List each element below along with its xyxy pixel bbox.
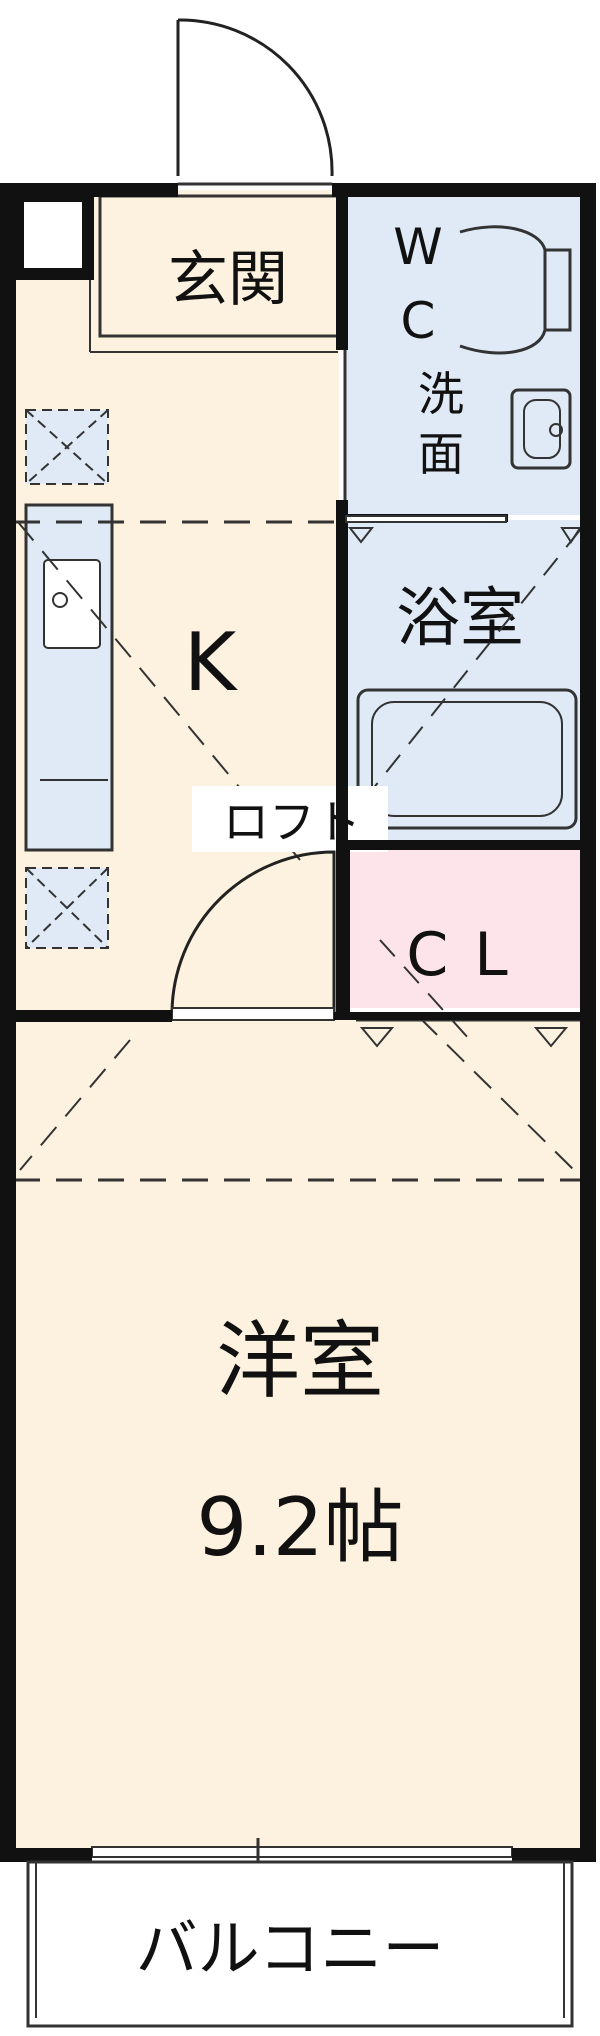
- closet-diagonal: [379, 939, 471, 1041]
- lower-cabinet-icon: [25, 867, 109, 949]
- wc-label: W: [393, 218, 442, 276]
- sink-drain-icon: [52, 592, 68, 608]
- bath-door: [345, 515, 507, 523]
- upper-cabinet-icon: [25, 409, 109, 485]
- washbasin-icon: [510, 388, 572, 470]
- kitchen-counter: [24, 503, 114, 852]
- balcony-label: バルコニー: [136, 1912, 445, 1985]
- balcony-area: [26, 1860, 574, 2028]
- toilet-icon: [459, 225, 572, 355]
- balcony-window: [91, 1846, 513, 1858]
- bathroom-label: 浴室: [396, 582, 524, 656]
- wc-label: C: [401, 292, 436, 350]
- walls: [0, 183, 596, 1862]
- inner-door-opening: [171, 1007, 335, 1021]
- western-room-label: 洋室: [216, 1312, 384, 1410]
- closet-label: CL: [406, 920, 533, 990]
- closet-door-triangles: [359, 1027, 569, 1048]
- sink-icon: [43, 559, 101, 649]
- shaft-box: [12, 190, 94, 280]
- bathtub-inner-icon: [371, 701, 563, 817]
- washbasin-bowl-icon: [523, 399, 561, 459]
- closet-floor: [345, 848, 582, 1008]
- western-diagonal: [19, 1039, 131, 1171]
- entrance-label: 玄関: [168, 245, 288, 315]
- western-room-size: 9.2帖: [196, 1481, 403, 1574]
- entrance-area: [98, 194, 340, 338]
- washroom-label: 洗: [418, 367, 464, 421]
- bathroom-diagonal: [371, 529, 581, 791]
- washroom-label: 面: [418, 427, 464, 481]
- western-room-floor: [14, 1020, 582, 1855]
- inner-door-swing: [170, 850, 336, 1013]
- front-door-swing: [176, 18, 334, 177]
- kitchen-label: K: [184, 616, 239, 709]
- drain-icon: [549, 423, 563, 437]
- bathtub-icon: [356, 688, 578, 830]
